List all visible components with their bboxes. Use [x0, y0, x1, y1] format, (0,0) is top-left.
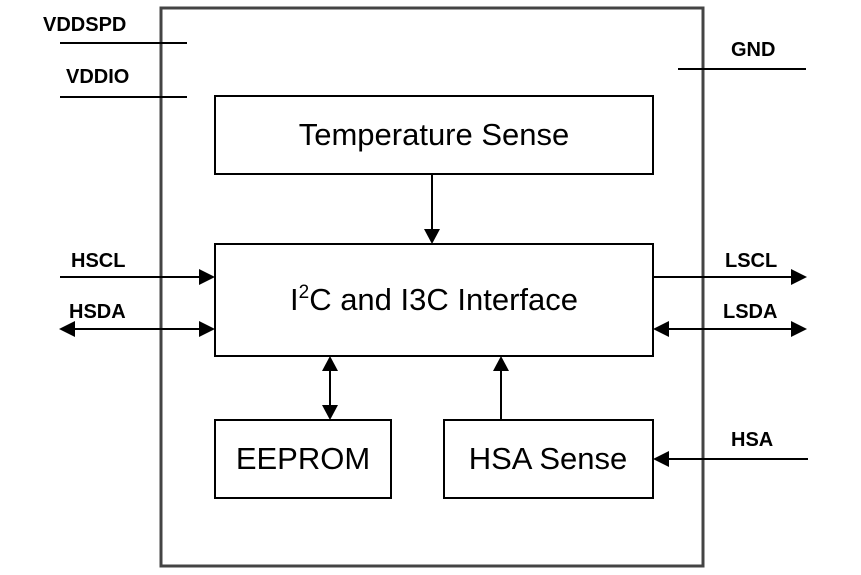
hsda-arrowhead-right — [199, 321, 215, 337]
hsa-label: HSA — [731, 429, 773, 451]
hscl-arrowhead — [199, 269, 215, 285]
hscl-label: HSCL — [71, 250, 125, 272]
hsa-sense-label: HSA Sense — [469, 441, 628, 476]
vddspd-label: VDDSPD — [43, 14, 126, 36]
eeprom-link-arrowhead-down — [322, 405, 338, 420]
eeprom-block — [214, 419, 392, 499]
vddio-label: VDDIO — [66, 66, 129, 88]
interface-label-superscript: 2 — [299, 282, 310, 303]
lsda-label: LSDA — [723, 301, 777, 323]
hsda-label: HSDA — [69, 301, 126, 323]
hsa-sense-to-interface-arrowhead — [493, 356, 509, 371]
temp-to-interface-arrowhead — [424, 229, 440, 244]
lsda-arrowhead-right — [791, 321, 807, 337]
interface-block — [214, 243, 654, 357]
eeprom-label: EEPROM — [236, 441, 370, 476]
hsda-arrowhead-left — [59, 321, 75, 337]
hsa-sense-block — [443, 419, 654, 499]
eeprom-link-arrowhead-up — [322, 356, 338, 371]
lscl-label: LSCL — [725, 250, 777, 272]
lscl-arrowhead — [791, 269, 807, 285]
hsa-arrowhead — [653, 451, 669, 467]
interface-label: I2C and I3C Interface — [290, 282, 578, 317]
temperature-sense-label: Temperature Sense — [299, 117, 570, 152]
temperature-sense-block — [214, 95, 654, 175]
interface-label-prefix: I — [290, 282, 299, 317]
gnd-label: GND — [731, 39, 775, 61]
lsda-arrowhead-left — [653, 321, 669, 337]
interface-label-suffix: C and I3C Interface — [309, 282, 578, 317]
